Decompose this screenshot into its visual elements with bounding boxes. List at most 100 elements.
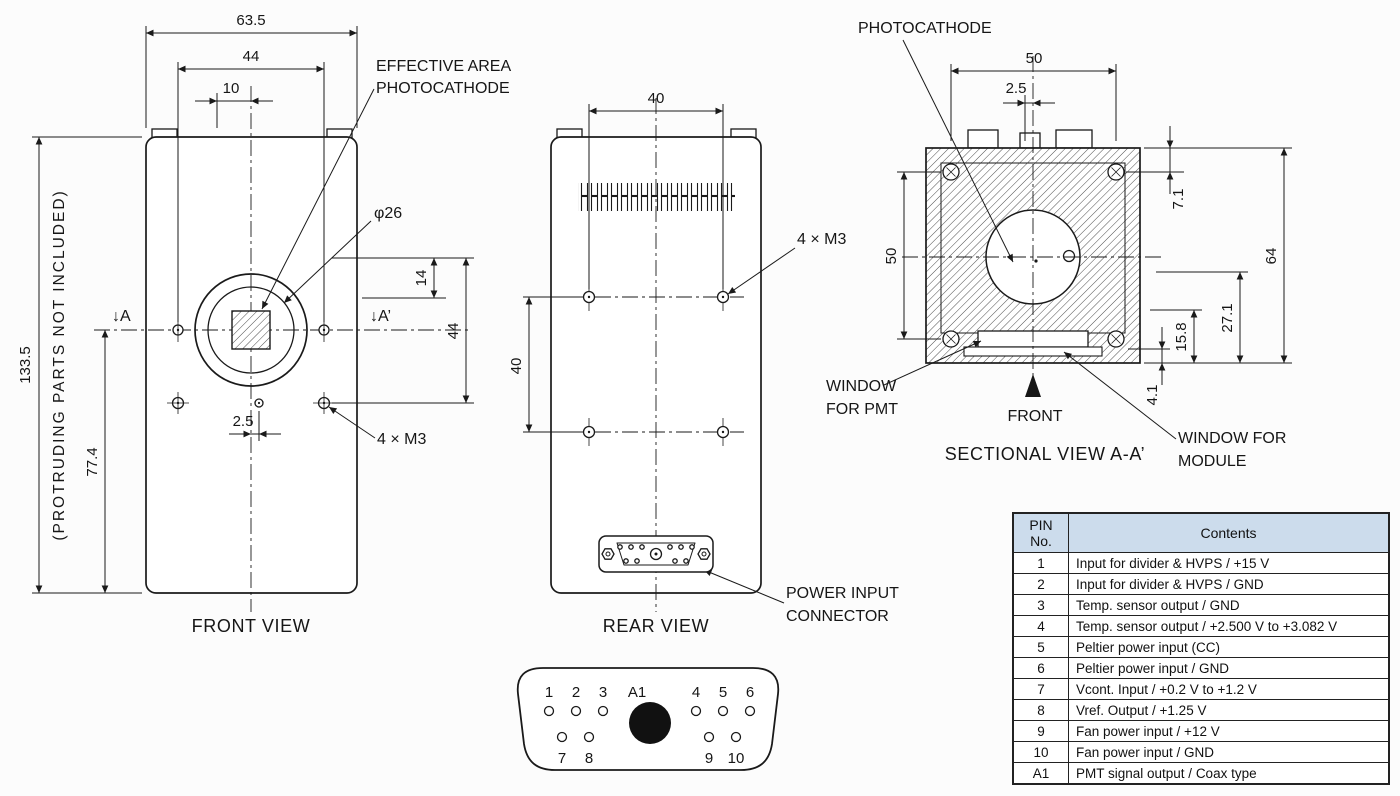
dim-overall-height: 133.5 (17, 346, 34, 384)
pin-contents: PMT signal output / Coax type (1068, 762, 1390, 785)
effective-area-label-1: EFFECTIVE AREA (376, 58, 511, 75)
pin-no: 10 (1012, 741, 1069, 763)
pin-no: 3 (1012, 594, 1069, 616)
m3-leader (328, 406, 376, 439)
pinout-label-3: 3 (599, 684, 607, 701)
pin-contents: Peltier power input (CC) (1068, 636, 1390, 658)
section-dim-offset-top: 2.5 (1006, 80, 1027, 97)
jack-screw-left (601, 548, 615, 560)
pin-no: 8 (1012, 699, 1069, 721)
power-input-connector (598, 535, 714, 573)
dim-hole-pitch-v: 44 (445, 323, 462, 340)
rear-m3-leader (727, 247, 796, 295)
pin-no: 6 (1012, 657, 1069, 679)
power-connector-leader (703, 569, 785, 604)
pinout-label-a1: A1 (628, 684, 646, 701)
dim-center-to-bottom: 77.4 (84, 447, 101, 476)
pin-contents: Fan power input / GND (1068, 741, 1390, 763)
photocathode-window-circle (207, 286, 295, 374)
pin-contents: Temp. sensor output / +2.500 V to +3.082… (1068, 615, 1390, 637)
section-dim-mid-depth: 27.1 (1219, 303, 1236, 332)
front-view: 63.5 44 10 133.5 (PROTRUDING PARTS NOT I… (17, 12, 511, 636)
pinout-label-6: 6 (746, 684, 754, 701)
photocathode-leader (902, 39, 1014, 263)
power-connector-label-1: POWER INPUT (786, 585, 899, 602)
dim-hole-pitch-h: 44 (243, 48, 260, 65)
section-center-dot (1034, 259, 1038, 263)
rear-dim-pitch-h: 40 (648, 90, 665, 107)
dim-overall-width: 63.5 (236, 12, 265, 29)
front-direction-arrow-icon (1025, 374, 1041, 397)
pinout-pin-holes (543, 705, 756, 743)
power-connector-label-2: CONNECTOR (786, 608, 889, 625)
section-mark-a-prime: ↓A’ (370, 308, 391, 325)
section-dim-pitch-h: 50 (1026, 50, 1043, 67)
pinout-label-9: 9 (705, 750, 713, 767)
pinout-label-4: 4 (692, 684, 700, 701)
rear-m3-label: 4 × M3 (797, 231, 846, 248)
pin-no: 4 (1012, 615, 1069, 637)
rear-view-title: REAR VIEW (603, 616, 709, 636)
contents-header: Contents (1068, 512, 1390, 553)
section-dim-pitch-v: 50 (883, 248, 900, 265)
effective-area-leader (261, 88, 375, 310)
jack-screw-right (697, 548, 711, 560)
pinout-label-10: 10 (728, 750, 745, 767)
section-dimension-lines (883, 39, 1292, 440)
top-connector-block-1 (967, 129, 999, 149)
front-m3-label: 4 × M3 (377, 431, 426, 448)
section-dim-top-inset: 7.1 (1170, 189, 1187, 210)
dim-offset-side: 14 (413, 270, 430, 287)
window-module-label-2: MODULE (1178, 453, 1246, 470)
pin-no: 1 (1012, 552, 1069, 574)
rear-view: 40 40 4 × M3 POWER INPUT CONNECTOR REAR … (508, 90, 899, 636)
section-dim-window-thickness: 4.1 (1144, 385, 1161, 406)
window-bezel-circle (194, 273, 308, 387)
pin-table-header-row: PIN No. Contents (1012, 512, 1390, 553)
pinout-label-2: 2 (572, 684, 580, 701)
top-connector-block-2 (1019, 132, 1041, 149)
pinout-label-8: 8 (585, 750, 593, 767)
a1-coax-pin (629, 702, 671, 744)
photocathode-label: PHOTOCATHODE (858, 20, 992, 37)
pin-no: 2 (1012, 573, 1069, 595)
pin-no: A1 (1012, 762, 1069, 785)
pin-contents: Input for divider & HVPS / GND (1068, 573, 1390, 595)
connector-pinout-diagram: 1 2 3 A1 4 5 6 7 8 9 10 (516, 667, 780, 771)
dim-offset-top: 10 (223, 80, 240, 97)
sectional-view-title: SECTIONAL VIEW A-A’ (945, 444, 1145, 464)
pinout-label-1: 1 (545, 684, 553, 701)
front-view-title: FRONT VIEW (192, 616, 311, 636)
protruding-note: (PROTRUDING PARTS NOT INCLUDED) (51, 189, 68, 540)
pin-contents: Temp. sensor output / GND (1068, 594, 1390, 616)
section-corner-screws (942, 163, 1125, 348)
window-module-leader (1063, 351, 1177, 440)
connector-pins (617, 544, 695, 564)
section-dim-window-depth: 15.8 (1173, 322, 1190, 351)
window-pmt-leader (883, 340, 982, 386)
pmt-inner-detail-circle (1062, 249, 1076, 263)
front-dimension-lines (32, 26, 474, 594)
front-mounting-holes (167, 318, 335, 414)
dim-offset-bottom: 2.5 (233, 413, 254, 430)
diameter-label: φ26 (374, 205, 402, 222)
pin-no-header: PIN No. (1012, 512, 1069, 553)
pinout-label-7: 7 (558, 750, 566, 767)
section-dim-overall-height: 64 (1263, 248, 1280, 265)
rear-dim-pitch-v: 40 (508, 358, 525, 375)
rear-dimension-lines (523, 104, 796, 604)
pin-no: 5 (1012, 636, 1069, 658)
pin-no: 7 (1012, 678, 1069, 700)
pin-contents: Vref. Output / +1.25 V (1068, 699, 1390, 721)
